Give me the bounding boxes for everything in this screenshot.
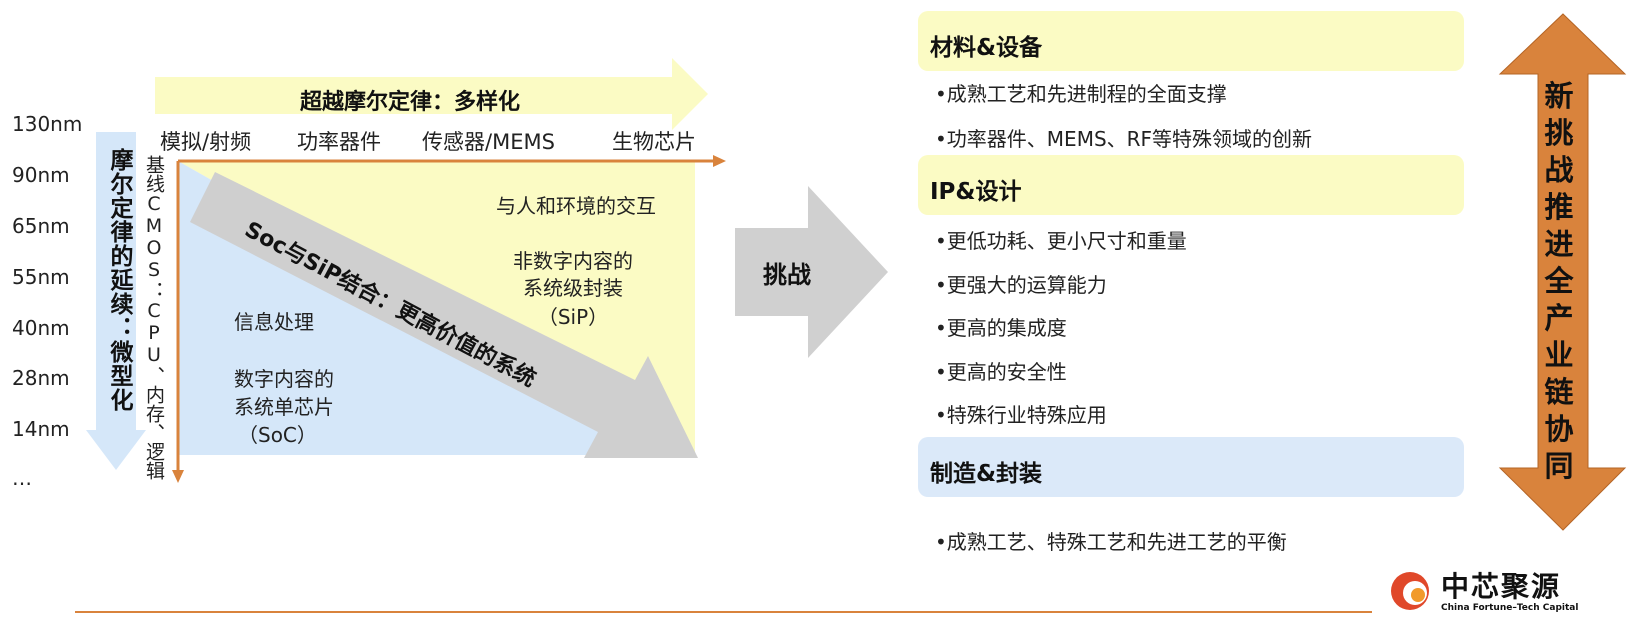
soc-line-3: （SoC）	[238, 423, 317, 447]
category-biochip: 生物芯片	[612, 130, 696, 154]
node-40nm: 40nm	[12, 316, 70, 340]
node-ellipsis: …	[12, 466, 32, 490]
bullet-ip-3: •更高的集成度	[935, 316, 1067, 340]
baseline-label: 基线CMOS：CPU、内存、逻辑	[143, 155, 165, 480]
section-materials-equipment: 材料&设备	[918, 11, 1464, 71]
double-arrow	[1498, 13, 1627, 531]
category-power: 功率器件	[297, 130, 381, 154]
node-65nm: 65nm	[12, 214, 70, 238]
section-manufacturing-packaging: 制造&封装	[918, 437, 1464, 497]
more-than-moore-arrow	[155, 58, 708, 130]
bullet-ip-1: •更低功耗、更小尺寸和重量	[935, 229, 1187, 253]
node-14nm: 14nm	[12, 417, 70, 441]
side-arrow-label: 新挑战推进全产业链协同	[1544, 79, 1574, 483]
x-axis-arrowhead	[713, 155, 726, 167]
soc-line-2: 系统单芯片	[234, 395, 334, 419]
node-55nm: 55nm	[12, 265, 70, 289]
bullet-ip-2: •更强大的运算能力	[935, 273, 1107, 297]
bullet-manufacturing-1: •成熟工艺、特殊工艺和先进工艺的平衡	[935, 530, 1287, 554]
category-analog-rf: 模拟/射频	[160, 130, 252, 154]
info-processing-text: 信息处理	[234, 310, 314, 334]
logo-mark	[1391, 572, 1429, 610]
moore-down-arrow	[86, 132, 146, 470]
bullet-ip-5: •特殊行业特殊应用	[935, 403, 1107, 427]
y-axis-arrowhead	[172, 470, 184, 483]
soc-line-1: 数字内容的	[234, 367, 334, 391]
challenge-label: 挑战	[763, 261, 811, 289]
moore-label: 摩尔定律的延续：微型化	[106, 148, 132, 412]
node-90nm: 90nm	[12, 163, 70, 187]
bullet-materials-2: •功率器件、MEMS、RF等特殊领域的创新	[935, 127, 1313, 151]
sip-line-1: 非数字内容的	[513, 249, 633, 273]
more-than-moore-title: 超越摩尔定律：多样化	[300, 90, 521, 115]
diagonal-arrow	[190, 172, 698, 458]
interaction-text: 与人和环境的交互	[496, 194, 656, 218]
node-130nm: 130nm	[12, 112, 83, 136]
section-ip-design: IP&设计	[918, 155, 1464, 215]
category-sensor-mems: 传感器/MEMS	[422, 130, 555, 154]
challenge-arrow	[735, 186, 888, 358]
node-28nm: 28nm	[12, 366, 70, 390]
sip-line-2: 系统级封装	[523, 276, 623, 300]
sip-line-3: （SiP）	[537, 305, 609, 329]
bullet-materials-1: •成熟工艺和先进制程的全面支撑	[935, 82, 1227, 106]
logo-text-en: China Fortune–Tech Capital	[1441, 603, 1579, 613]
logo-text-cn: 中芯聚源	[1441, 570, 1562, 603]
bullet-ip-4: •更高的安全性	[935, 360, 1067, 384]
